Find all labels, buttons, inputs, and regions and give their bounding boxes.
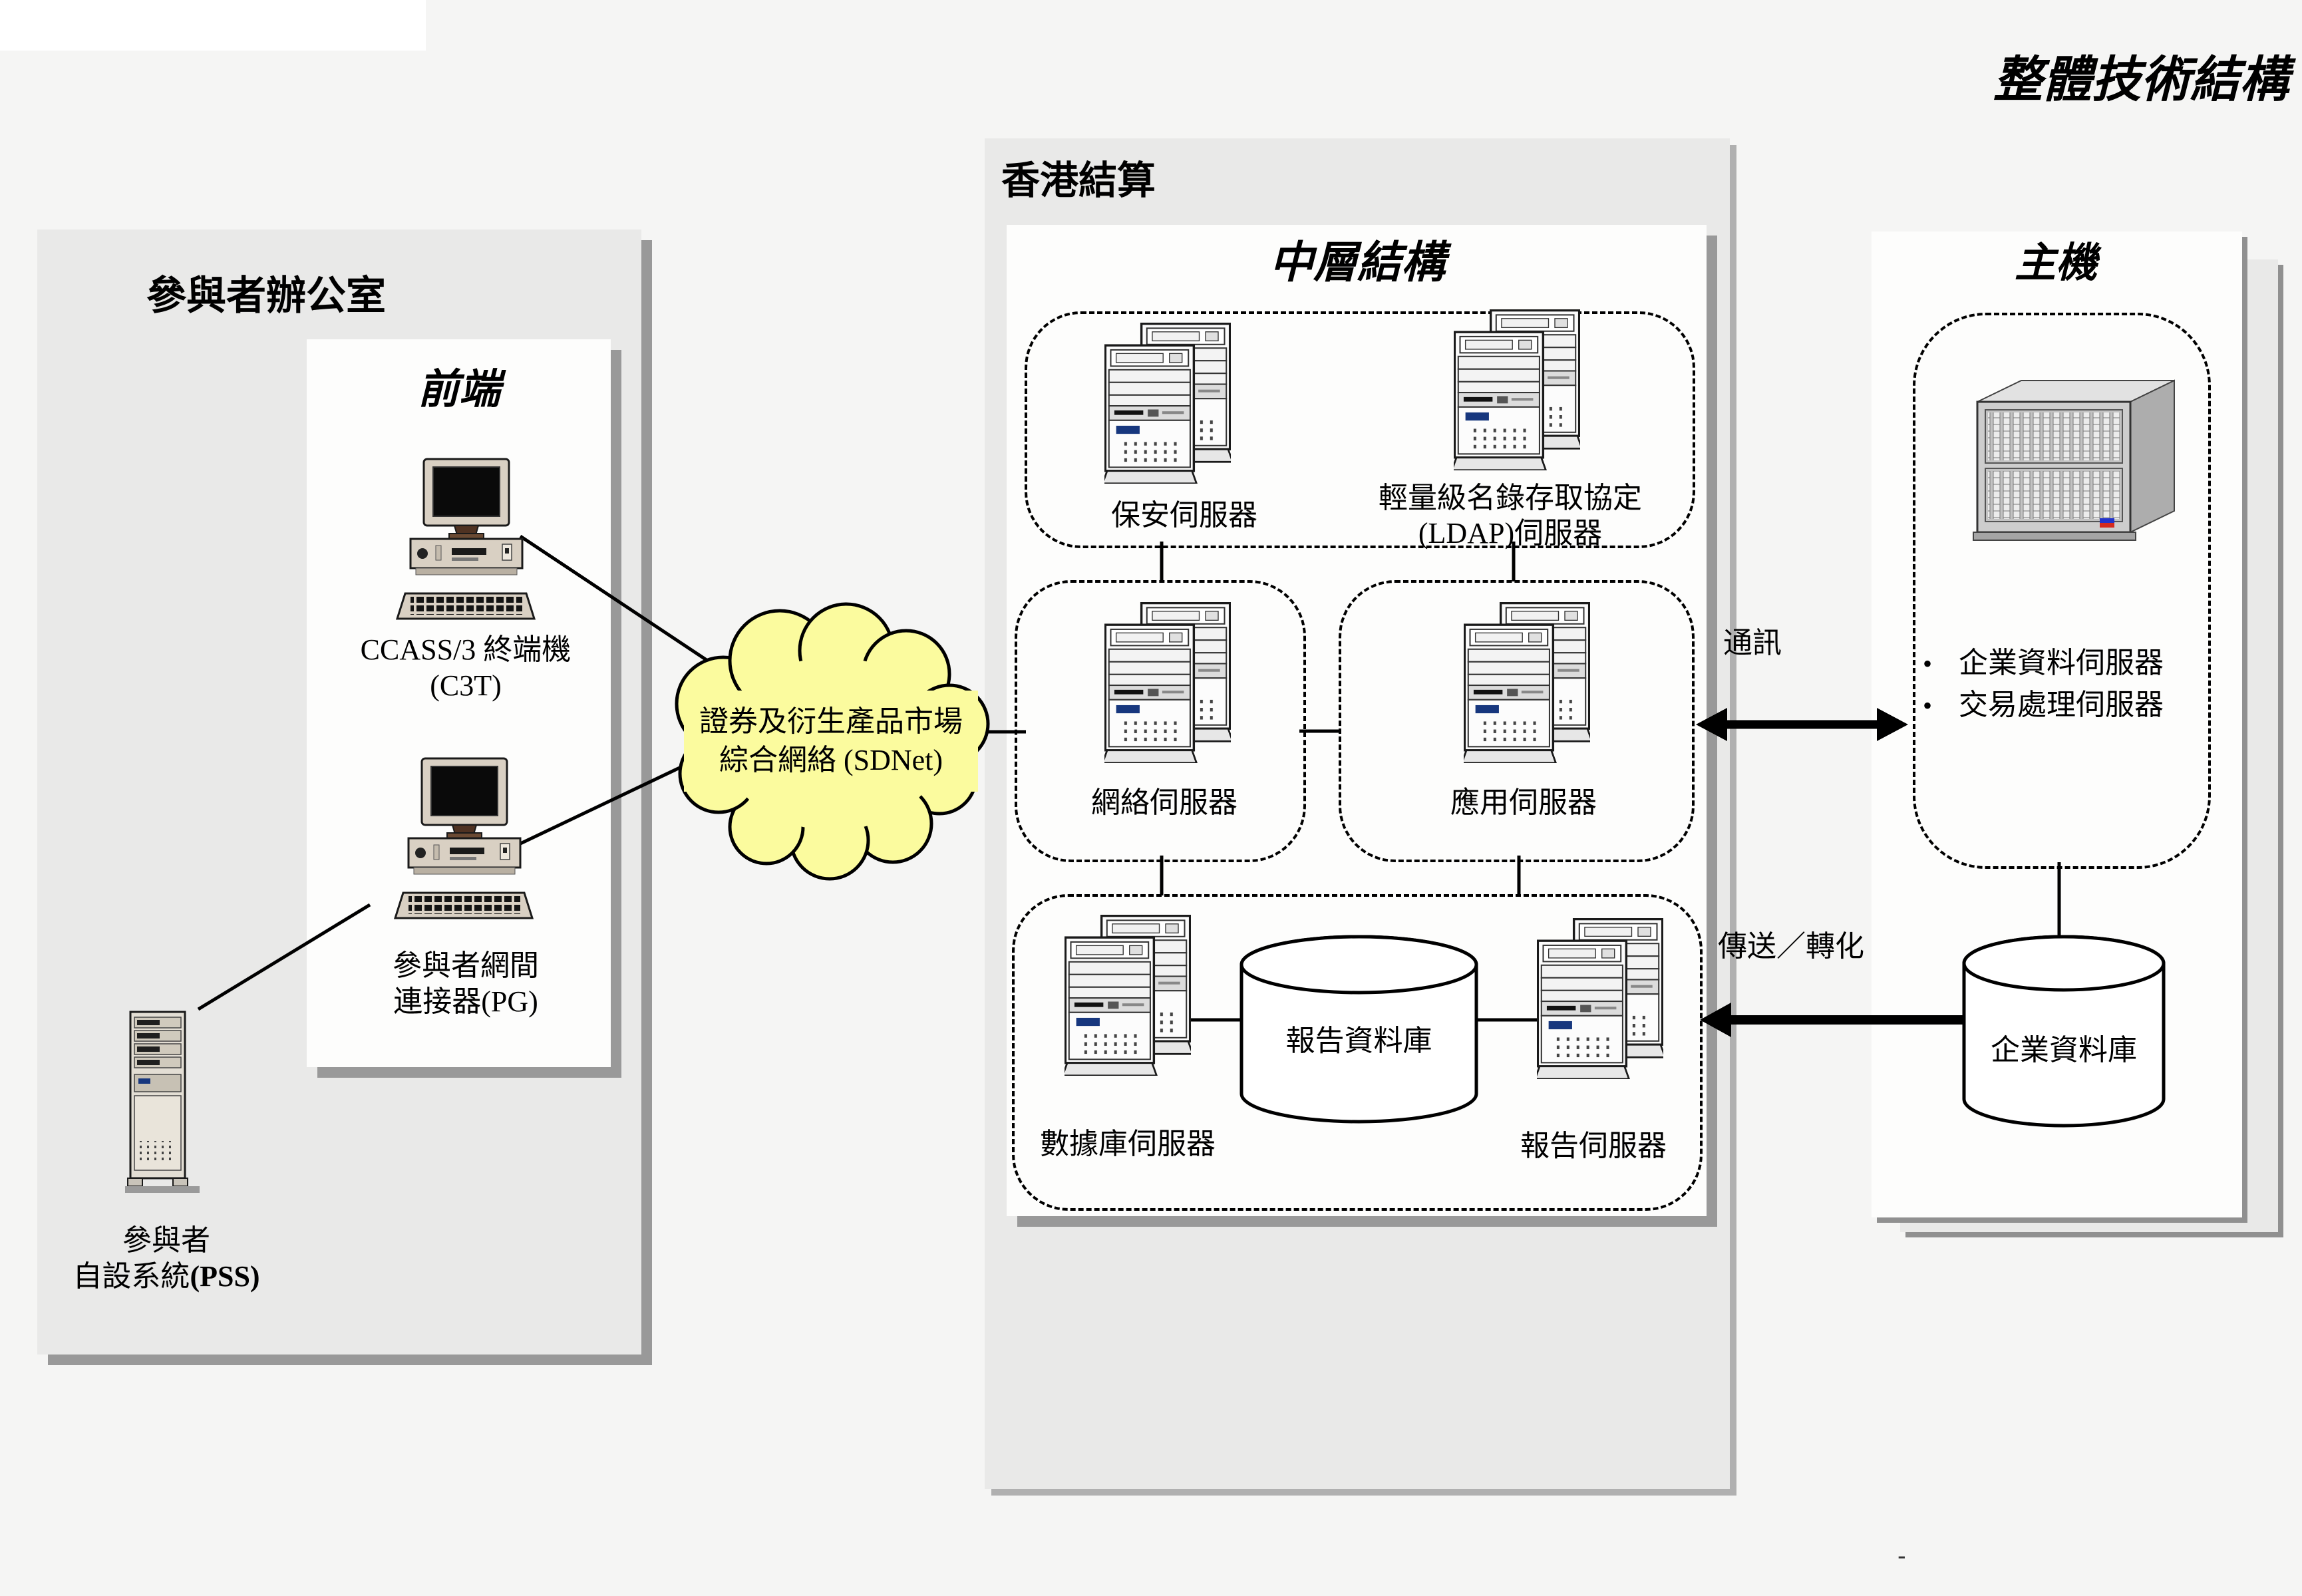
sdnet-label-line1: 證券及衍生產品市場 xyxy=(699,705,963,738)
top-white-band xyxy=(0,0,426,51)
midtier-title: 中層結構 xyxy=(1269,239,1445,287)
participant-office-title: 參與者辦公室 xyxy=(146,274,386,318)
c3t-label-line2: (C3T) xyxy=(430,669,502,702)
security-ldap-group-box xyxy=(1025,311,1695,548)
ldap-label-line2: (LDAP)伺服器 xyxy=(1418,517,1603,550)
host-bullet-1: 企業資料伺服器 xyxy=(1959,647,2164,679)
hkcc-title: 香港結算 xyxy=(1001,159,1156,202)
host-bullet-2: 交易處理伺服器 xyxy=(1959,689,2164,721)
pg-label: 參與者網間 連接器(PG) xyxy=(286,948,645,1020)
security-server-label: 保安伺服器 xyxy=(1111,499,1257,532)
ldap-server-label: 輕量級名錄存取協定 (LDAP)伺服器 xyxy=(1321,480,1700,551)
list-item: • 交易處理伺服器 xyxy=(1923,685,2216,726)
pg-label-line1: 參與者網間 xyxy=(393,949,539,982)
web-server-label: 網絡伺服器 xyxy=(1091,786,1237,819)
pss-label-line1: 參與者 xyxy=(122,1224,210,1257)
ldap-label-line1: 輕量級名錄存取協定 xyxy=(1379,482,1642,514)
frontend-title: 前端 xyxy=(417,367,500,412)
database-server-label: 數據庫伺服器 xyxy=(1040,1128,1216,1160)
comm-arrow-label: 通訊 xyxy=(1723,627,1782,659)
report-db-label: 報告資料庫 xyxy=(1285,1025,1432,1057)
bullet-icon: • xyxy=(1923,691,1933,720)
report-server-label: 報告伺服器 xyxy=(1520,1130,1667,1162)
page-title: 整體技術結構 xyxy=(1993,53,2289,108)
bullet-icon: • xyxy=(1923,649,1933,679)
host-title: 主機 xyxy=(2014,241,2097,286)
transfer-arrow-label: 傳送／轉化 xyxy=(1718,930,1864,963)
mainframe-box xyxy=(1913,313,2211,869)
host-server-list: • 企業資料伺服器 • 交易處理伺服器 xyxy=(1923,643,2216,726)
corner-mark: - xyxy=(1897,1542,1906,1570)
app-server-label: 應用伺服器 xyxy=(1450,786,1597,819)
pss-label: 參與者 自設系統(PSS) xyxy=(33,1223,299,1295)
pg-label-line2: 連接器(PG) xyxy=(393,985,538,1018)
c3t-label: CCASS/3 終端機 (C3T) xyxy=(286,632,645,704)
c3t-label-line1: CCASS/3 終端機 xyxy=(360,633,572,666)
app-server-box xyxy=(1339,580,1695,862)
database-report-group-box xyxy=(1012,894,1703,1211)
list-item: • 企業資料伺服器 xyxy=(1923,643,2216,685)
enterprise-db-label: 企業資料庫 xyxy=(1991,1034,2137,1066)
pss-label-line2: 自設系統(PSS) xyxy=(73,1260,260,1293)
sdnet-cloud-label: 證券及衍生產品市場 綜合網絡 (SDNet) xyxy=(684,691,978,792)
sdnet-label-line2: 綜合網絡 (SDNet) xyxy=(719,744,943,776)
